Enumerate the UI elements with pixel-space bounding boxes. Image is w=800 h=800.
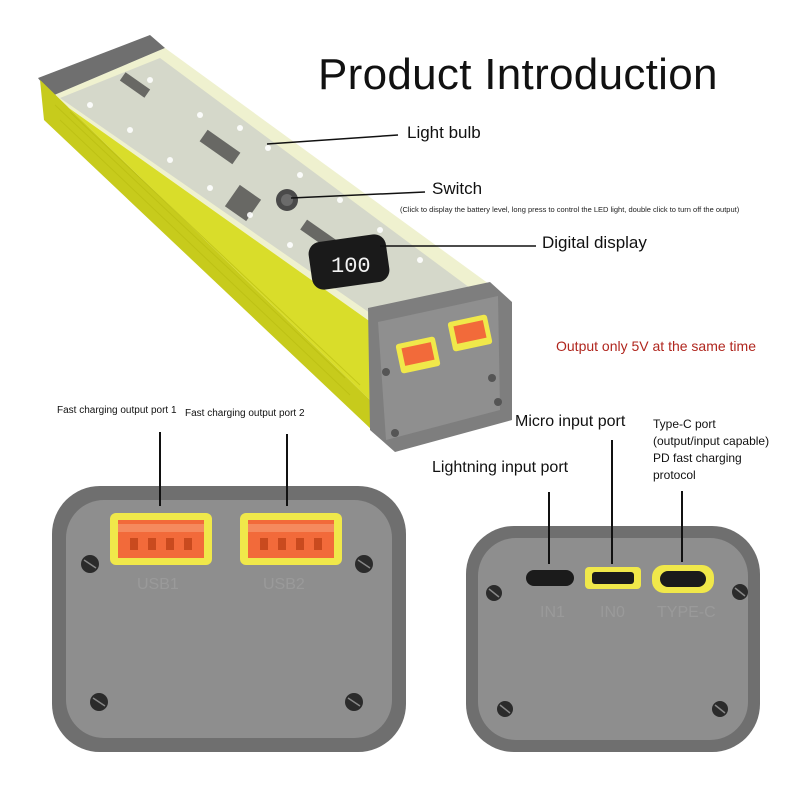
digital-display: 100 bbox=[308, 234, 390, 290]
display-reading: 100 bbox=[331, 254, 371, 279]
power-bank-body: 100 bbox=[38, 35, 512, 452]
in0-label: IN0 bbox=[600, 604, 625, 621]
port2-callout: Fast charging output port 2 bbox=[185, 408, 305, 419]
page-title: Product Introduction bbox=[318, 50, 718, 99]
light-bulb-label: Light bulb bbox=[407, 123, 481, 142]
digital-display-label: Digital display bbox=[542, 233, 647, 252]
left-end-panel bbox=[52, 486, 406, 752]
switch-label: Switch bbox=[432, 179, 483, 198]
in1-label: IN1 bbox=[540, 604, 565, 621]
screw-icon bbox=[81, 555, 373, 711]
right-end-panel bbox=[466, 526, 760, 752]
typec-label: TYPE-C bbox=[657, 604, 716, 621]
lightning-port bbox=[526, 570, 574, 586]
callout-lines bbox=[266, 134, 536, 247]
micro-callout: Micro input port bbox=[515, 413, 626, 430]
port1-callout: Fast charging output port 1 bbox=[57, 405, 177, 416]
usb2-label: USB2 bbox=[263, 576, 305, 593]
usb1-label: USB1 bbox=[137, 576, 179, 593]
panel-callout-lines bbox=[159, 432, 683, 564]
output-note: Output only 5V at the same time bbox=[556, 338, 756, 354]
lightning-callout: Lightning input port bbox=[432, 459, 569, 476]
switch-note: (Click to display the battery level, lon… bbox=[400, 205, 740, 214]
typec-callout: Type-C port (output/input capable) PD fa… bbox=[653, 417, 770, 482]
screw-icon bbox=[486, 584, 748, 717]
